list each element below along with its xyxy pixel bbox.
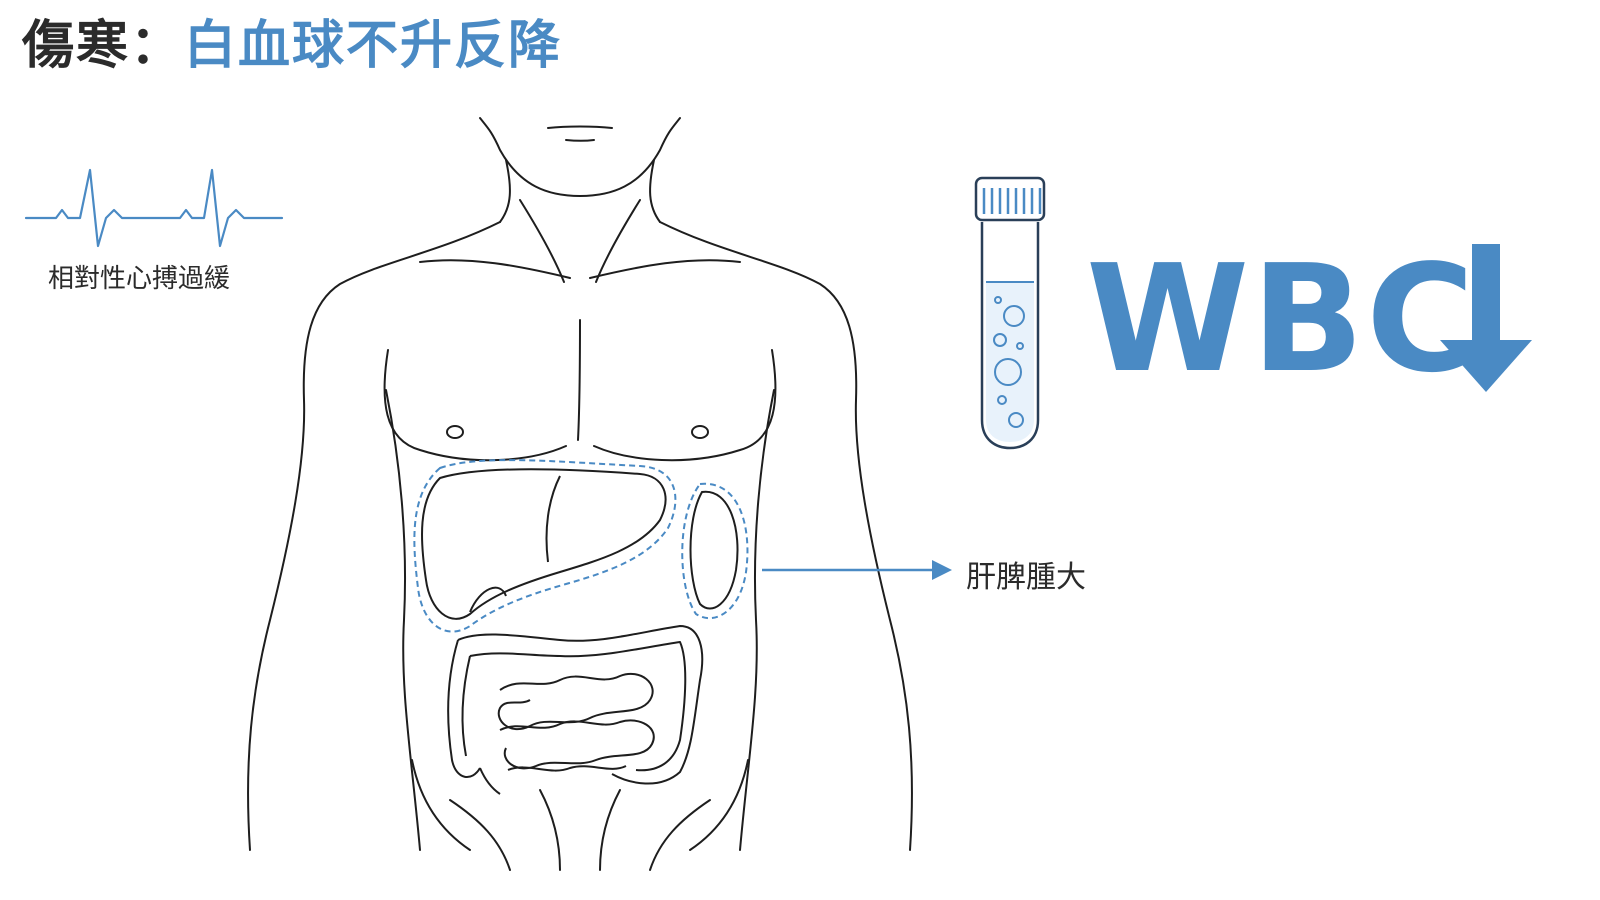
page-title: 傷寒：白血球不升反降 bbox=[22, 16, 563, 76]
wbc-label: WBC bbox=[1086, 233, 1477, 405]
liver-organ bbox=[421, 468, 667, 620]
arrow-down-icon bbox=[1440, 244, 1532, 392]
organ-label: 肝脾腫大 bbox=[966, 560, 1086, 595]
heart-rate-label: 相對性心搏過緩 bbox=[48, 264, 231, 294]
spleen-organ bbox=[689, 490, 739, 610]
body-outline bbox=[247, 117, 913, 871]
colon-organ bbox=[447, 625, 704, 795]
ecg-icon bbox=[24, 168, 284, 248]
pointer-arrow bbox=[762, 560, 952, 580]
title-prefix: 傷寒： bbox=[22, 16, 185, 76]
title-highlight: 白血球不升反降 bbox=[184, 16, 563, 76]
organ-highlight bbox=[413, 459, 749, 633]
test-tube-icon bbox=[974, 176, 1046, 450]
